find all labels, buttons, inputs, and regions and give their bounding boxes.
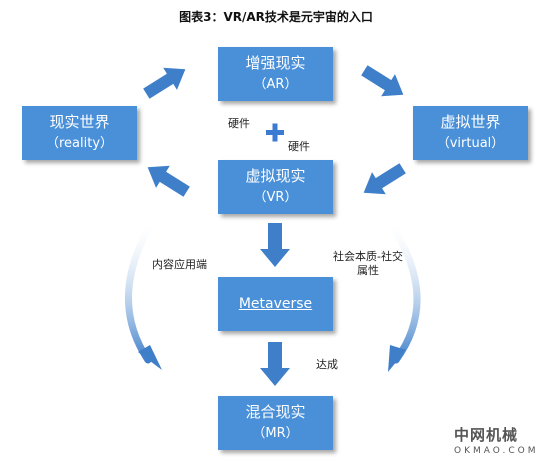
node-mr: 混合现实 （MR）: [218, 396, 333, 450]
node-metaverse-name: Metaverse: [238, 296, 313, 312]
left-curved-arrow: [125, 222, 162, 370]
plus-icon: [266, 123, 284, 142]
label-social-line2: 属性: [357, 264, 379, 277]
arrow-reality-to-ar: [143, 67, 186, 99]
node-vr-sub: （VR）: [253, 190, 298, 205]
watermark-site-cn: 中网机械: [454, 426, 519, 444]
label-hardware-1: 硬件: [228, 117, 250, 130]
node-ar-name: 增强现实: [245, 54, 306, 72]
label-social-line1: 社会本质-社交: [333, 250, 403, 263]
node-vr-name: 虚拟现实: [245, 167, 306, 185]
arrow-vr-to-reality: [147, 165, 190, 197]
node-ar-sub: （AR）: [253, 77, 298, 92]
arrow-ar-to-virtual: [361, 65, 404, 97]
arrow-vr-to-metaverse: [260, 223, 290, 267]
node-reality-sub: （reality）: [45, 136, 114, 151]
node-virtual-sub: （virtual）: [436, 136, 505, 151]
label-hardware-2: 硬件: [288, 140, 310, 153]
arrow-metaverse-to-mr: [260, 342, 290, 386]
arrow-virtual-to-vr: [363, 163, 406, 195]
node-mr-sub: （MR）: [252, 426, 299, 441]
node-ar: 增强现实 （AR）: [218, 47, 333, 101]
node-reality-name: 现实世界: [49, 113, 110, 131]
node-virtual: 虚拟世界 （virtual）: [413, 106, 528, 160]
node-mr-name: 混合现实: [245, 403, 306, 421]
label-content-side: 内容应用端: [152, 258, 207, 271]
figure-title: 图表3：VR/AR技术是元宇宙的入口: [179, 10, 373, 24]
node-vr: 虚拟现实 （VR）: [218, 160, 333, 214]
label-social: 社会本质-社交 属性: [323, 250, 413, 278]
label-achieve: 达成: [316, 358, 338, 371]
watermark-site-en: OKMAO.COM: [454, 446, 539, 456]
right-curved-arrow: [388, 222, 421, 372]
node-metaverse: Metaverse: [218, 277, 333, 331]
node-virtual-name: 虚拟世界: [440, 113, 501, 131]
node-reality: 现实世界 （reality）: [22, 106, 137, 160]
